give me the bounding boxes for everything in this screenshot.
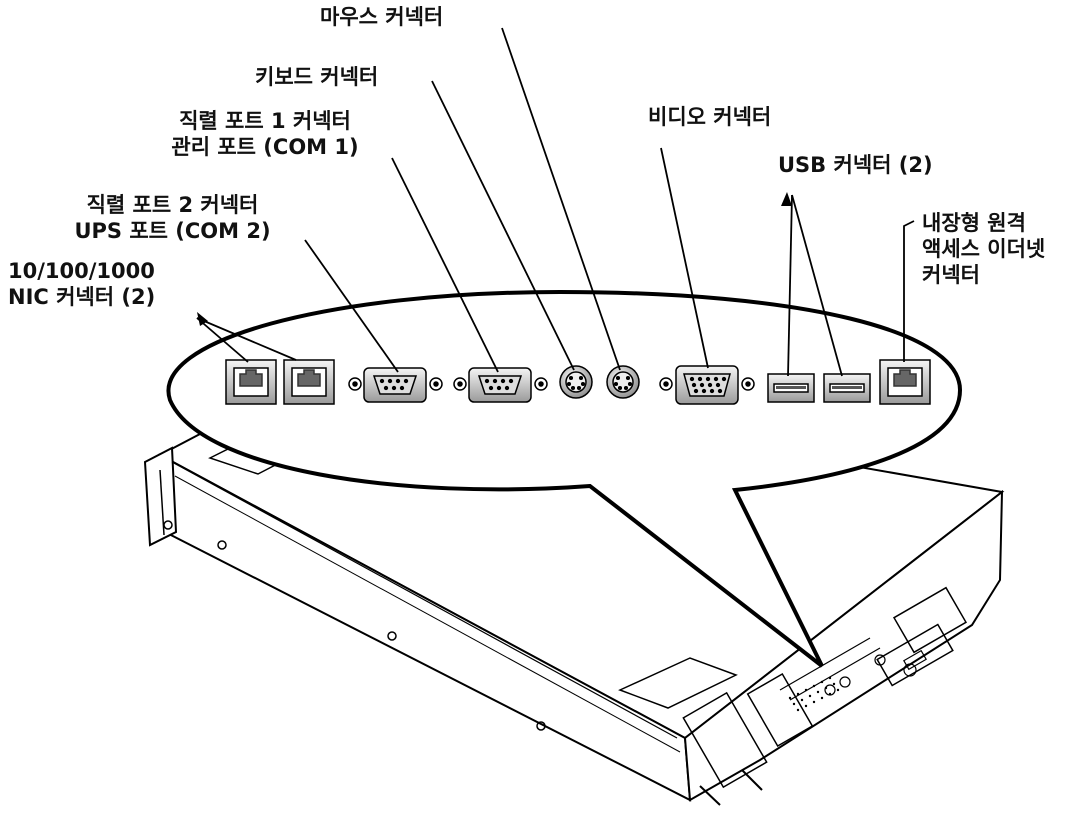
port-row (225, 359, 931, 405)
leader-mouse (501, 27, 621, 371)
label-serial-port-2-line2: UPS 포트 (COM 2) (74, 219, 271, 243)
leader-nic-1 (196, 317, 249, 363)
leader-lines (196, 27, 915, 377)
leader-remote-access (903, 220, 915, 362)
label-nic-connector: 10/100/1000 NIC 커넥터 (2) (8, 258, 155, 310)
label-remote-access-line1: 내장형 원격 (922, 211, 1026, 235)
label-nic-line2: NIC 커넥터 (2) (8, 285, 156, 309)
front-bezel (143, 446, 178, 547)
label-usb-connector: USB 커넥터 (2) (778, 153, 933, 177)
leader-serial-1 (391, 157, 499, 373)
usb-port-1-icon (767, 373, 815, 403)
label-nic-line1: 10/100/1000 (8, 259, 155, 283)
vent-pattern (788, 676, 840, 712)
leader-usb-2 (791, 194, 843, 377)
leader-serial-2 (304, 239, 399, 373)
keyboard-ps2-port-icon (559, 365, 593, 399)
nic-port-1-icon (225, 359, 277, 405)
leader-usb-1 (787, 194, 793, 377)
arrowheads (197, 192, 792, 326)
label-remote-access-line2: 액세스 이더넷 (922, 237, 1046, 261)
usb-port-2-icon (823, 373, 871, 403)
label-serial-port-1-line2: 관리 포트 (COM 1) (171, 135, 359, 159)
serial-port-2-icon (348, 367, 443, 403)
label-serial-port-1-line1: 직렬 포트 1 커넥터 (179, 109, 351, 133)
mouse-ps2-port-icon (606, 365, 640, 399)
label-mouse-connector: 마우스 커넥터 (320, 5, 444, 29)
label-serial-port-2-line1: 직렬 포트 2 커넥터 (86, 193, 259, 217)
label-remote-access-ethernet: 내장형 원격 액세스 이더넷 커넥터 (922, 210, 1045, 288)
label-remote-access-line3: 커넥터 (922, 263, 980, 287)
serial-port-1-icon (453, 367, 548, 403)
label-video-connector: 비디오 커넥터 (648, 105, 772, 129)
nic-port-2-icon (283, 359, 335, 405)
label-keyboard-connector: 키보드 커넥터 (255, 65, 379, 89)
leader-video (660, 147, 709, 369)
remote-access-ethernet-port-icon (879, 359, 931, 405)
top-label-plate-rear (618, 657, 738, 709)
leader-nic-2 (196, 317, 297, 361)
video-vga-port-icon (659, 365, 755, 405)
leader-keyboard (431, 80, 575, 371)
label-serial-port-2: 직렬 포트 2 커넥터 UPS 포트 (COM 2) (45, 192, 300, 244)
label-serial-port-1: 직렬 포트 1 커넥터 관리 포트 (COM 1) (140, 108, 390, 160)
